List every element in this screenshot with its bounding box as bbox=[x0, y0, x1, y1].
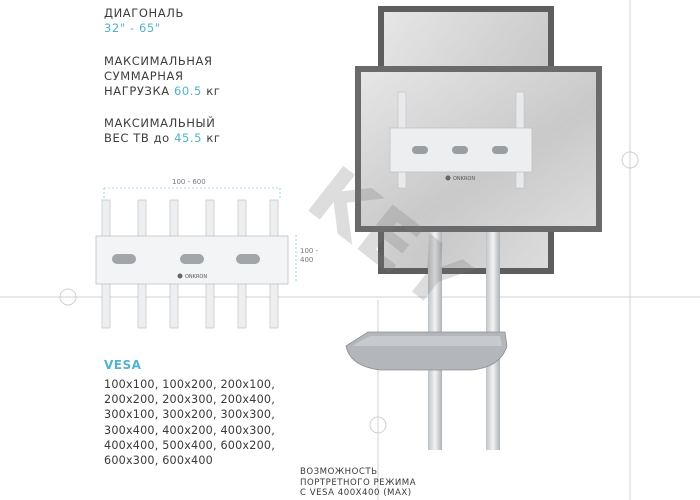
diagonal-label: ДИАГОНАЛЬ bbox=[104, 6, 184, 20]
mount-dimension-horizontal: 100 - 600 bbox=[172, 178, 206, 186]
bracket-brand-tv: ONKRON bbox=[453, 176, 475, 182]
vesa-title: VESA bbox=[104, 358, 142, 372]
vesa-list: 100x100, 100x200, 200x100, 200x200, 200x… bbox=[104, 378, 275, 468]
stand-pole-right bbox=[486, 180, 500, 450]
max-load-unit: кг bbox=[206, 84, 221, 98]
portrait-line3: С VESA 400x400 (MAX) bbox=[300, 488, 412, 498]
diagonal-spec: ДИАГОНАЛЬ 32" - 65" bbox=[104, 6, 184, 36]
portrait-line2: ПОРТРЕТНОГО РЕЖИМА bbox=[300, 477, 417, 488]
bracket-brand-diagram: ONKRON bbox=[185, 274, 207, 280]
stand-pole-left bbox=[428, 180, 442, 450]
max-weight-line1: МАКСИМАЛЬНЫЙ bbox=[104, 116, 216, 130]
max-weight-unit: кг bbox=[206, 131, 221, 145]
max-load-line3: НАГРУЗКА 60.5 кг bbox=[104, 84, 221, 98]
max-tv-weight-spec: МАКСИМАЛЬНЫЙ ВЕС ТВ до 45.5 кг bbox=[104, 116, 221, 146]
diagonal-value: 32" - 65" bbox=[104, 21, 161, 35]
max-load-spec: МАКСИМАЛЬНАЯ СУММАРНАЯ НАГРУЗКА 60.5 кг bbox=[104, 54, 220, 99]
tv-bracket bbox=[389, 91, 533, 189]
max-load-value: 60.5 bbox=[173, 84, 202, 98]
portrait-mode-note: ВОЗМОЖНОСТЬ ПОРТРЕТНОГО РЕЖИМА С VESA 40… bbox=[300, 467, 416, 499]
max-weight-line2: ВЕС ТВ до 45.5 кг bbox=[104, 131, 221, 145]
max-load-line2: СУММАРНАЯ bbox=[104, 69, 184, 83]
mount-diagram bbox=[95, 187, 297, 329]
max-weight-value: 45.5 bbox=[174, 131, 203, 145]
portrait-line1: ВОЗМОЖНОСТЬ bbox=[300, 467, 378, 477]
max-load-line1: МАКСИМАЛЬНАЯ bbox=[104, 54, 213, 68]
mount-dimension-vertical: 100 - 400 bbox=[300, 247, 319, 264]
